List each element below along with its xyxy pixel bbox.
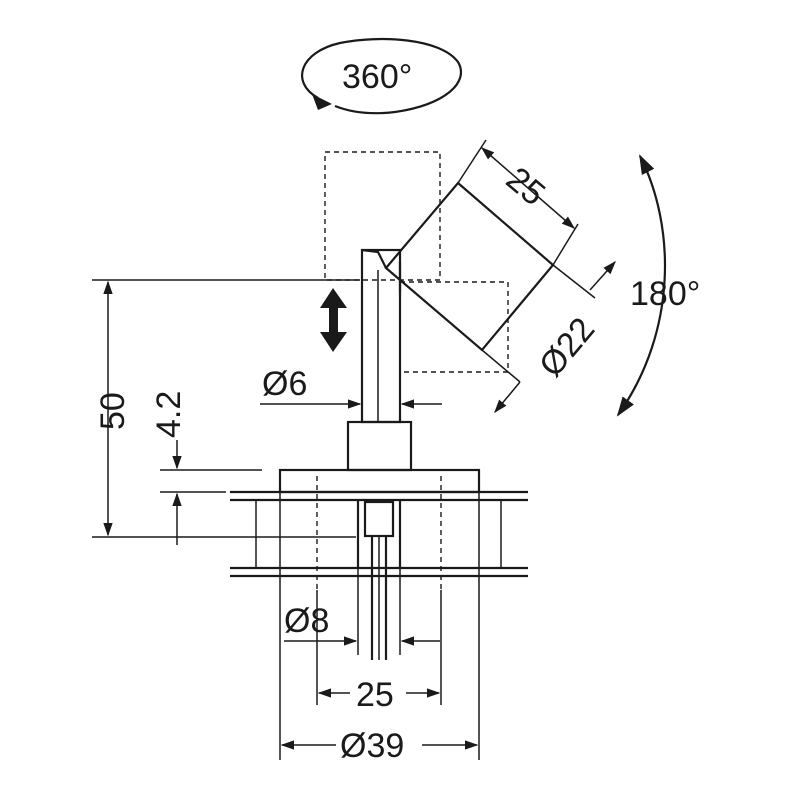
- rotation-360-indicator: 360°: [301, 37, 463, 115]
- hole-diameter-dimension: Ø8: [284, 602, 440, 646]
- base-inner-dimension: 25: [317, 676, 441, 714]
- stem-diameter-label: Ø6: [262, 365, 307, 403]
- head-diameter-dimension: Ø22: [481, 260, 616, 414]
- base-diameter-label: Ø39: [340, 727, 404, 765]
- height-total-label: 50: [94, 392, 132, 430]
- rotation-180-label: 180°: [630, 275, 700, 313]
- base-diameter-dimension: Ø39: [280, 727, 479, 765]
- base-collar: [278, 420, 481, 494]
- head-length-dimension: 25: [457, 139, 579, 266]
- base-inner-label: 25: [356, 676, 394, 714]
- head-diameter-label: Ø22: [532, 311, 602, 385]
- height-offset-label: 4.2: [150, 391, 188, 438]
- height-offset-dimension: 4.2: [150, 391, 262, 545]
- height-adjust-arrow: [320, 288, 347, 352]
- stem-diameter-dimension: Ø6: [260, 365, 442, 409]
- rotation-360-label: 360°: [342, 58, 412, 96]
- height-total-dimension: 50: [92, 279, 360, 538]
- hole-diameter-label: Ø8: [284, 602, 329, 640]
- rotation-180-indicator: 180°: [616, 154, 700, 417]
- mounting-panel: [230, 476, 528, 660]
- head-length-label: 25: [499, 160, 552, 213]
- lamp-head-ghost: [324, 151, 509, 373]
- bottom-extension-lines: [279, 492, 480, 760]
